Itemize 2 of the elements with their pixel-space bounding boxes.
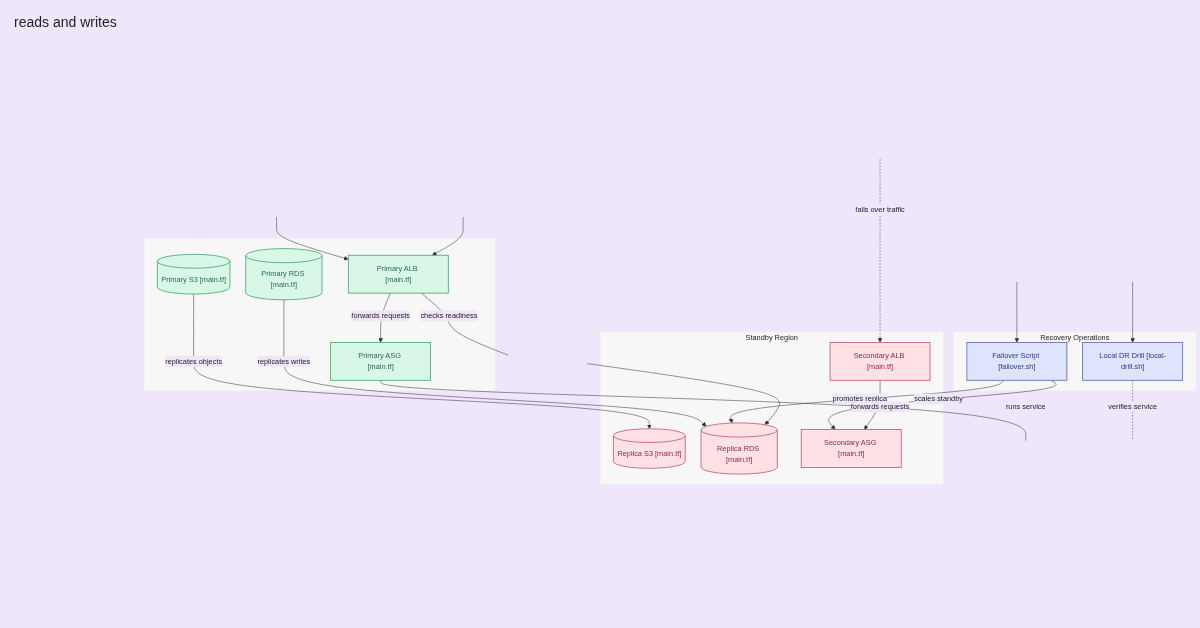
line-label: reads and writes [14, 14, 117, 30]
cluster [143, 237, 496, 392]
